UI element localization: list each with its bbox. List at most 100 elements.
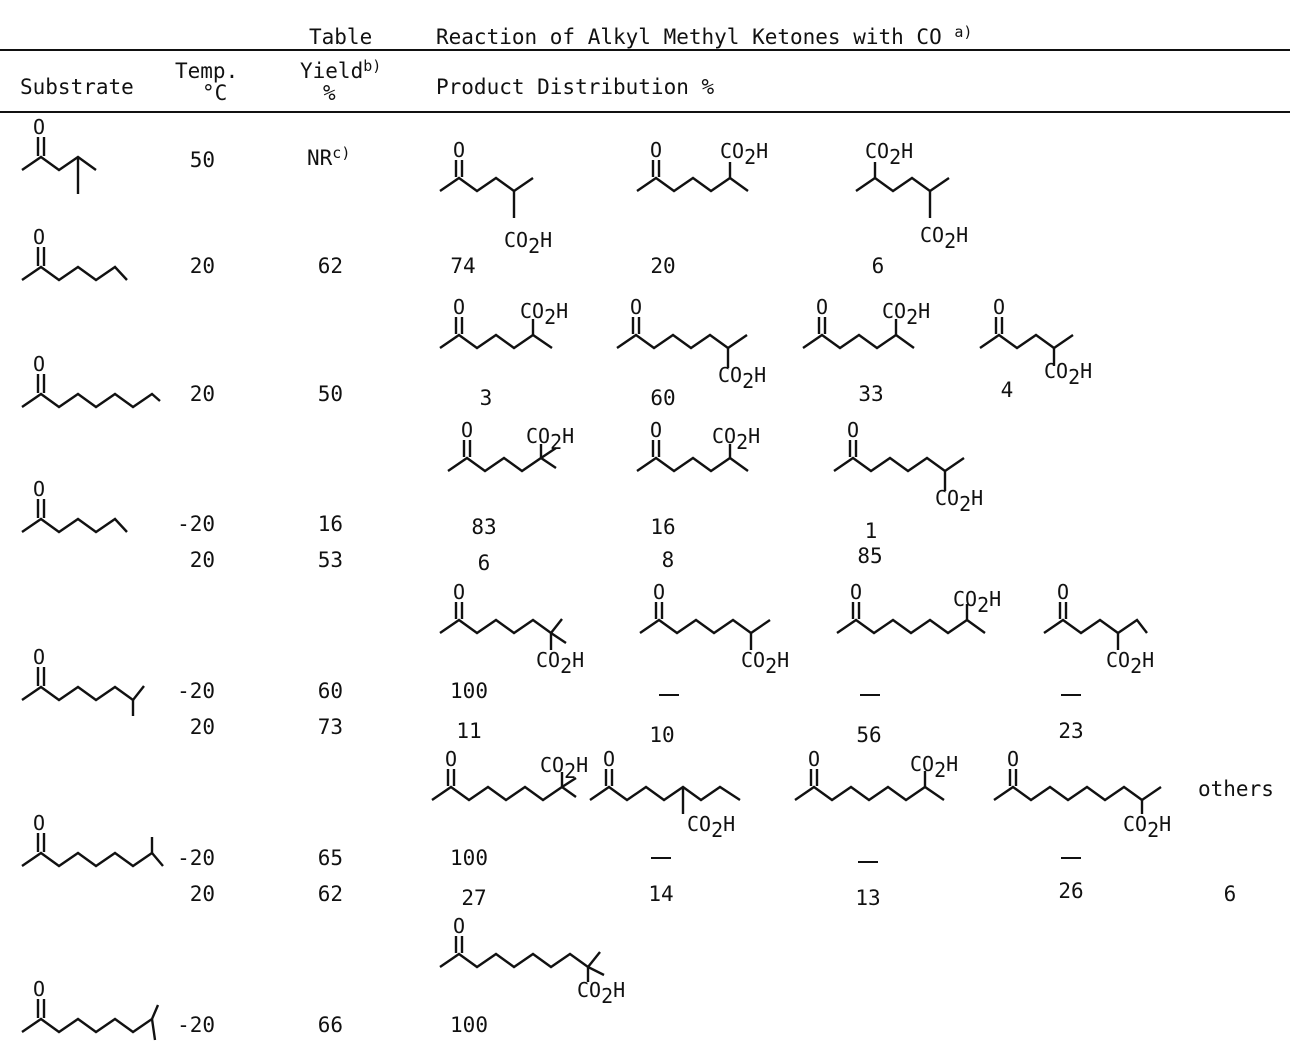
distribution-value: 26 [1058,879,1084,903]
temp-cell: 50 [189,148,215,172]
carboxyl-label: CO2H [720,139,768,169]
substrate-structure: O [21,225,128,282]
temp-cell: -20 [177,512,215,536]
carboxyl-label: CO2H [504,228,552,258]
carboxyl-label: CO2H [577,978,625,1008]
substrate-structure: O [21,477,128,534]
carboxyl-label: CO2H [920,223,968,253]
product-structure: O CO2H [616,295,766,393]
distribution-value: 23 [1058,719,1084,743]
yield-cell: 60 [317,679,343,703]
product-structure: O CO2H [431,747,588,802]
distribution-value: 3 [479,386,493,410]
yield-cell: NRc) [307,144,351,170]
yield-cell: 65 [317,846,343,870]
product-structure: O CO2H [439,138,552,258]
ketone-oxygen-label: O [653,580,665,604]
ketone-oxygen-label: O [650,138,662,162]
carboxyl-label: CO2H [526,424,574,454]
ketone-oxygen-label: O [33,477,45,501]
ketone-oxygen-label: O [993,295,1005,319]
temp-cell: 20 [189,254,215,278]
ketone-oxygen-label: O [33,645,45,669]
temp-cell: -20 [177,679,215,703]
carboxyl-label: CO2H [865,139,913,169]
ketone-oxygen-label: O [453,295,465,319]
distribution-value: 56 [856,723,882,747]
substrate-structure: O [21,352,161,409]
product-structure: O CO2H [639,580,789,678]
product-structure: O CO2H [589,747,741,842]
yield-cell: 66 [317,1013,343,1037]
substrate-structure: O [21,811,164,868]
substrate-structure: O [21,977,160,1041]
ketone-oxygen-label: O [603,747,615,771]
distribution-value: 85 [857,544,883,568]
carboxyl-label: CO2H [935,486,983,516]
dash-mark [1061,857,1081,859]
ketone-oxygen-label: O [33,811,45,835]
carboxyl-label: CO2H [1106,648,1154,678]
carboxyl-label: CO2H [712,424,760,454]
carboxyl-label: CO2H [1123,812,1171,842]
table-label: Table [309,25,373,49]
carboxyl-label: CO2H [910,752,958,782]
yield-cell: 62 [317,254,343,278]
temp-cell: 20 [189,548,215,572]
ketone-oxygen-label: O [33,115,45,139]
ketone-oxygen-label: O [847,418,859,442]
ketone-oxygen-label: O [453,138,465,162]
dash-mark [860,694,880,696]
product-structure: O CO2H [636,138,768,193]
temp-cell: 20 [189,382,215,406]
product-structure: O CO2H [1043,580,1154,678]
distribution-value: 27 [461,886,487,910]
carboxyl-label: CO2H [687,812,735,842]
ketone-oxygen-label: O [33,977,45,1001]
yield-cell: 73 [317,715,343,739]
product-structure: O CO2H [833,418,983,516]
distribution-value: 100 [450,1013,488,1037]
distribution-value: 13 [855,886,881,910]
distribution-value: 10 [649,723,675,747]
ketone-oxygen-label: O [445,747,457,771]
carboxyl-label: CO2H [882,299,930,329]
distribution-value: 8 [661,548,675,572]
carboxyl-label: CO2H [536,648,584,678]
distribution-value: 6 [871,254,885,278]
distribution-value: 100 [450,846,488,870]
temp-cell: -20 [177,846,215,870]
product-structure: O CO2H [979,295,1092,389]
dash-mark [651,857,671,859]
substrate-structure: O [21,115,97,194]
dash-mark [659,694,679,696]
distribution-value: 60 [650,386,676,410]
carboxyl-label: CO2H [540,753,588,783]
distribution-value: 100 [450,679,488,703]
carboxyl-label: CO2H [953,587,1001,617]
product-structure: O CO2H [836,580,1001,635]
header-temp-unit: °C [202,81,228,105]
ketone-oxygen-label: O [850,580,862,604]
ketone-oxygen-label: O [808,747,820,771]
distribution-value: 6 [477,551,491,575]
header-yield: Yieldb) [300,57,382,83]
temp-cell: 20 [189,882,215,906]
distribution-value: 4 [1000,378,1014,402]
carboxyl-label: CO2H [741,648,789,678]
table-title: Reaction of Alkyl Methyl Ketones with CO… [436,23,973,49]
ketone-oxygen-label: O [1057,580,1069,604]
carboxyl-label: CO2H [520,299,568,329]
distribution-value: 1 [864,519,878,543]
header-substrate: Substrate [20,75,134,99]
ketone-oxygen-label: O [33,352,45,376]
carboxyl-label: CO2H [1044,359,1092,389]
substrate-structure: O [21,645,145,716]
ketone-oxygen-label: O [650,418,662,442]
distribution-value: 16 [650,515,676,539]
yield-cell: 62 [317,882,343,906]
product-structure: O CO2H [447,418,574,473]
product-structure: O CO2H [993,747,1171,842]
product-structure: O CO2H [439,295,568,350]
